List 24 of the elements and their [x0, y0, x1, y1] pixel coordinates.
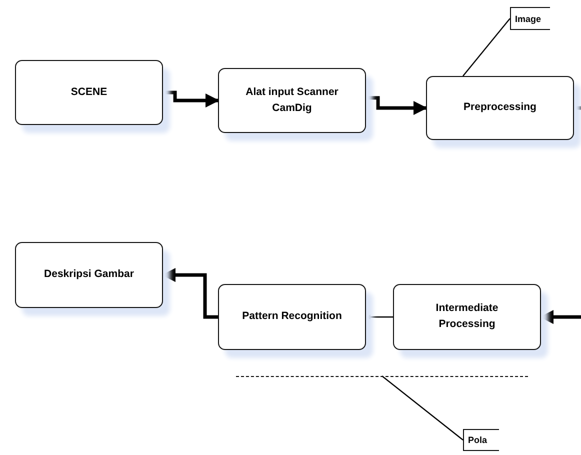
box-label: Image — [515, 14, 542, 24]
box-label: Deskripsi Gambar — [44, 267, 134, 282]
callout-tag — [510, 7, 550, 30]
arrow — [162, 268, 218, 319]
process-box — [426, 76, 574, 140]
arrow — [366, 96, 428, 115]
box-label: Preprocessing — [464, 100, 536, 116]
process-box — [393, 284, 541, 350]
leader-line — [382, 376, 464, 440]
dashed-line — [236, 376, 528, 377]
box-label: Pola — [468, 435, 488, 445]
box-label: Pattern Recognition — [242, 309, 342, 324]
process-box — [15, 60, 163, 125]
process-box — [15, 242, 163, 308]
process-box — [218, 284, 366, 350]
box-label: Alat input Scanner CamDig — [244, 84, 340, 116]
callout-tag — [463, 429, 499, 451]
arrow — [163, 90, 220, 108]
box-label: Intermediate Processing — [434, 301, 500, 332]
leader-line — [462, 18, 510, 76]
arrow — [366, 314, 393, 320]
box-label: SCENE — [70, 84, 108, 100]
arrow — [540, 310, 581, 324]
process-box — [218, 68, 366, 133]
